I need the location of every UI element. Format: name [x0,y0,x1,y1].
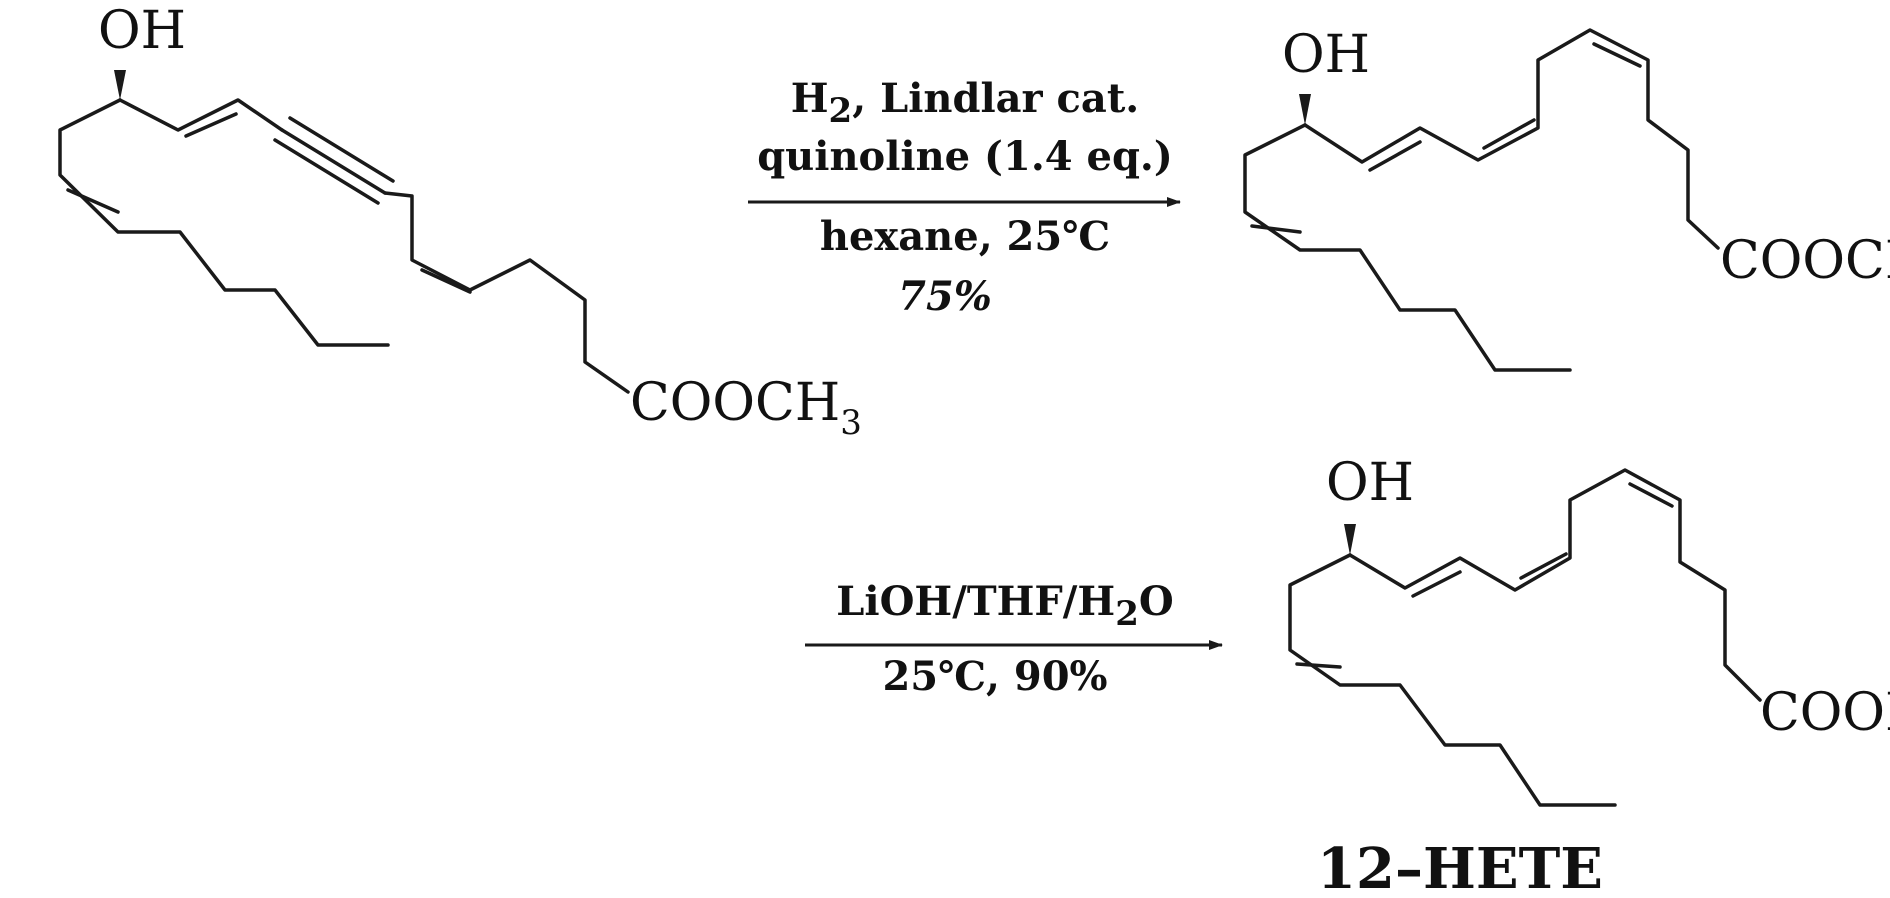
hashed-wedge-bond [1344,524,1356,555]
step2-reagent-line: LiOH/THF/H2O [836,578,1173,634]
intermediate-ester-label: COOCH3 [1720,231,1890,301]
product-name: 12–HETE [1317,836,1603,898]
hashed-wedge-bond [114,70,126,100]
reactant-ester-label: COOCH3 [630,373,862,443]
reactant-oh-label: OH [98,1,186,61]
hashed-wedge-bond [1299,94,1311,125]
intermediate-structure [1243,28,1720,372]
product-structure [1288,468,1762,807]
step1-solvent-line: hexane, 25℃ [820,213,1110,260]
intermediate-oh-label: OH [1282,25,1370,85]
step2-conditions-line: 25℃, 90% [882,653,1107,700]
product-oh-label: OH [1326,453,1414,513]
step1-reagent-line: H2, Lindlar cat. [791,75,1139,131]
product-acid-label: COOH [1760,683,1890,743]
step1-additive-line: quinoline (1.4 eq.) [757,133,1173,180]
reactant-structure [58,70,630,394]
step1-yield: 75% [898,273,992,320]
